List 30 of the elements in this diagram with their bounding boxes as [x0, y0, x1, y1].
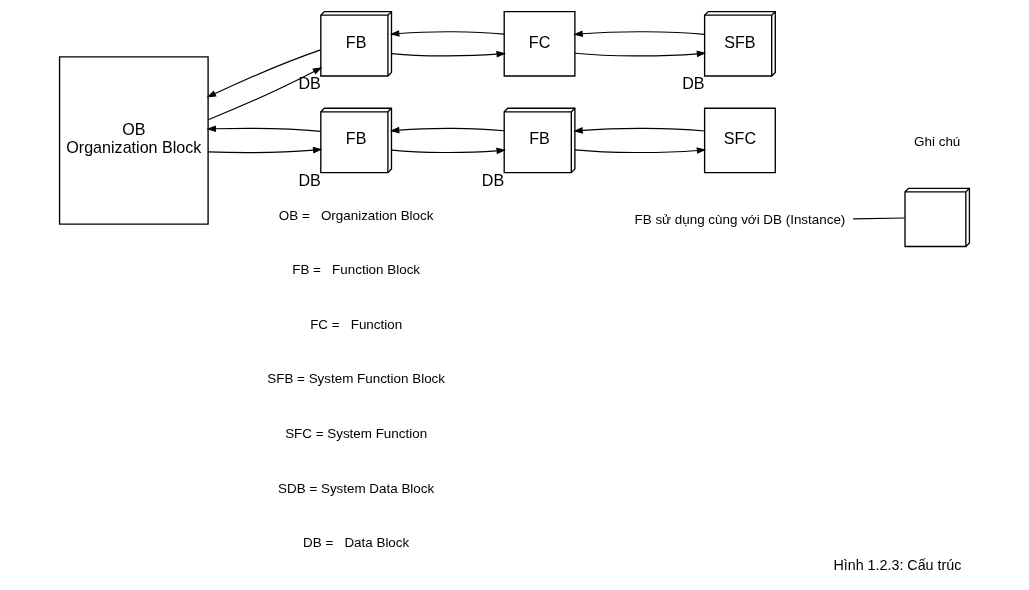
- caption: Hình 1.2.3: Cấu trúc: [833, 557, 962, 574]
- node-label: DB: [481, 170, 505, 189]
- arrow: [573, 30, 706, 38]
- node-box: SFC: [703, 107, 776, 174]
- arrow: [391, 50, 506, 58]
- arrow: [389, 126, 505, 134]
- node-label: DB: [298, 73, 321, 92]
- label: FC = Function: [310, 316, 403, 332]
- arrow: [574, 50, 707, 58]
- label: SFC = System Function: [285, 425, 428, 441]
- label: OB = Organization Block: [278, 207, 434, 223]
- arrow: [391, 147, 506, 155]
- arrow: [207, 67, 323, 121]
- node-box: OB Organization Block: [58, 56, 209, 225]
- arrow: [389, 30, 505, 37]
- label: SFB = System Function Block: [267, 371, 445, 387]
- arrow: [206, 125, 322, 133]
- arrow: [206, 49, 322, 98]
- node-label: DB: [682, 73, 705, 92]
- arrow: [574, 147, 707, 154]
- label: Ghi chú: [914, 134, 961, 150]
- label: SDB = System Data Block: [278, 480, 435, 496]
- label: DB = Data Block: [303, 535, 410, 551]
- arrow: [573, 127, 706, 134]
- node-text: FB sử dụng cùng với DB (Instance): [634, 212, 846, 228]
- arrow: [207, 146, 323, 154]
- label: FB = Function Block: [292, 262, 421, 278]
- node-label: DB: [298, 170, 321, 189]
- connector: [852, 217, 906, 220]
- node-box: FC: [503, 10, 576, 77]
